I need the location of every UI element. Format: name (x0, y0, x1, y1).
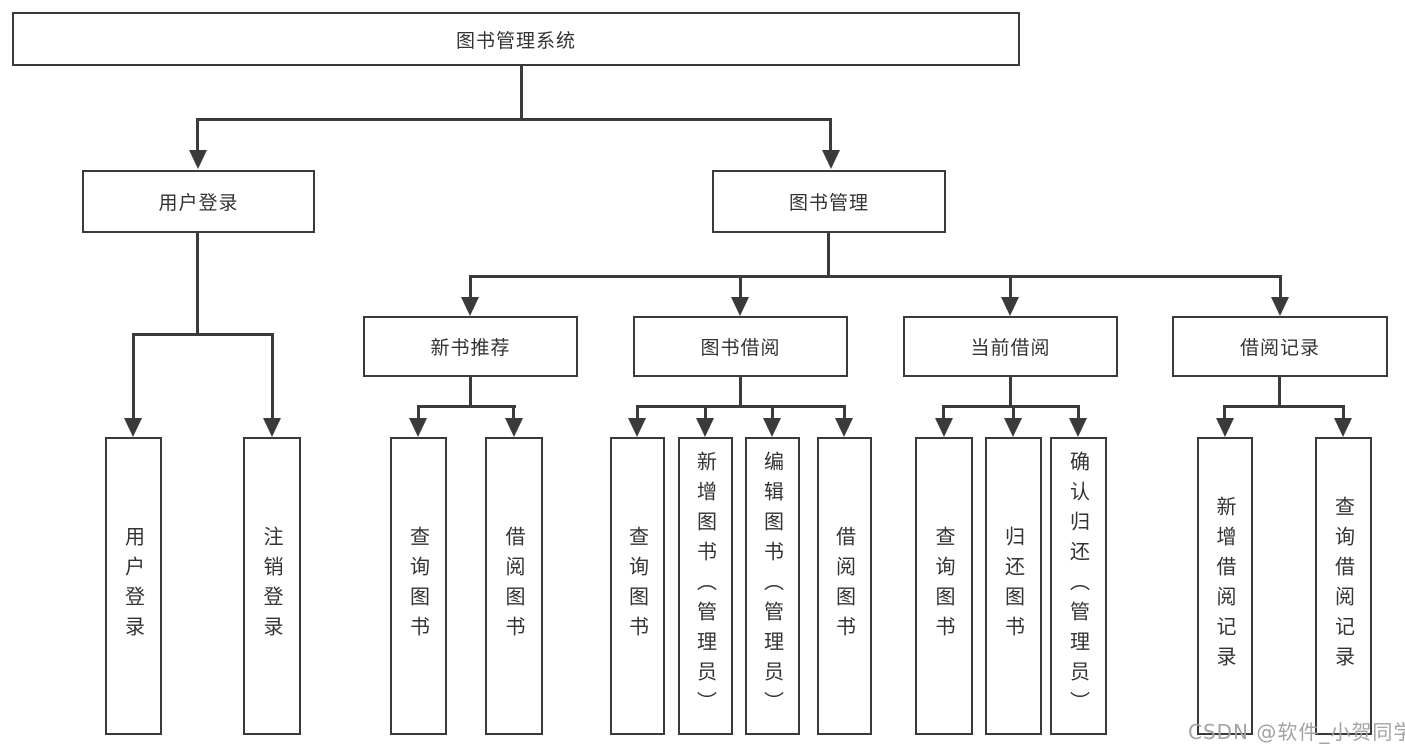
connector-line (196, 118, 199, 152)
node-current-borrow: 当前借阅 (903, 316, 1118, 377)
leaf-borrow-add-book-admin: 新增图书（管理员） (678, 437, 733, 735)
connector-line (1223, 405, 1344, 408)
leaf-label: 借阅图书 (502, 526, 526, 646)
node-book-management-group: 图书管理 (712, 170, 946, 233)
node-label: 图书管理 (788, 192, 869, 214)
arrow-down-icon (696, 418, 714, 437)
connector-line (469, 377, 472, 405)
leaf-label: 查询图书 (625, 526, 650, 646)
leaf-label: 借阅图书 (832, 526, 857, 646)
connector-line (1009, 377, 1012, 405)
node-book-borrow: 图书借阅 (633, 316, 848, 377)
arrow-down-icon (461, 297, 479, 316)
arrow-down-icon (628, 418, 646, 437)
leaf-label: 归还图书 (1001, 526, 1026, 646)
leaf-borrow-edit-book-admin: 编辑图书（管理员） (745, 437, 800, 735)
node-label: 用户登录 (158, 192, 239, 214)
connector-line (1009, 275, 1012, 300)
arrow-down-icon (409, 418, 427, 437)
leaf-current-confirm-return-admin: 确认归还（管理员） (1050, 437, 1107, 735)
leaf-current-return-book: 归还图书 (985, 437, 1042, 735)
connector-line (942, 405, 1079, 408)
arrow-down-icon (731, 297, 749, 316)
leaf-current-query-book: 查询图书 (915, 437, 973, 735)
connector-line (469, 275, 472, 300)
arrow-down-icon (1069, 418, 1087, 437)
arrow-down-icon (763, 418, 781, 437)
connector-line (1012, 405, 1015, 420)
arrow-down-icon (1216, 418, 1234, 437)
arrow-down-icon (505, 418, 523, 437)
node-borrow-record: 借阅记录 (1172, 316, 1388, 377)
connector-line (739, 275, 742, 300)
arrow-down-icon (1001, 297, 1019, 316)
leaf-recommend-query-book: 查询图书 (390, 437, 447, 735)
connector-line (1077, 405, 1080, 420)
connector-line (636, 405, 639, 420)
connector-line (843, 405, 846, 420)
leaf-label: 注销登录 (260, 526, 284, 646)
arrow-down-icon (935, 418, 953, 437)
leaf-record-add-borrow-record: 新增借阅记录 (1197, 437, 1253, 735)
leaf-user-login: 用户登录 (105, 437, 162, 735)
connector-line (417, 405, 420, 420)
arrow-down-icon (189, 150, 207, 169)
connector-line (636, 405, 845, 408)
connector-line (771, 405, 774, 420)
connector-line (739, 377, 742, 405)
node-library-management-system: 图书管理系统 (12, 12, 1020, 66)
leaf-label: 编辑图书（管理员） (760, 451, 785, 721)
node-label: 当前借阅 (970, 337, 1051, 359)
connector-line (132, 333, 135, 420)
connector-line (942, 405, 945, 420)
connector-line (512, 405, 515, 420)
connector-line (469, 275, 1282, 278)
node-label: 新书推荐 (430, 337, 511, 359)
connector-line (829, 118, 832, 152)
connector-line (827, 233, 830, 275)
leaf-label: 查询图书 (932, 526, 956, 646)
leaf-borrow-query-book: 查询图书 (610, 437, 665, 735)
leaf-label: 用户登录 (121, 526, 146, 646)
arrow-down-icon (1334, 418, 1352, 437)
leaf-label: 查询图书 (406, 526, 431, 646)
csdn-watermark: CSDN @软件_小贺同学 (1188, 720, 1405, 744)
leaf-logout: 注销登录 (243, 437, 301, 735)
node-new-book-recommend: 新书推荐 (363, 316, 578, 377)
leaf-label: 查询借阅记录 (1331, 496, 1356, 676)
connector-line (704, 405, 707, 420)
arrow-down-icon (835, 418, 853, 437)
arrow-down-icon (263, 418, 281, 437)
connector-line (132, 333, 274, 336)
arrow-down-icon (124, 418, 142, 437)
node-label: 图书管理系统 (455, 29, 576, 52)
leaf-borrow-borrow-book: 借阅图书 (817, 437, 872, 735)
node-label: 图书借阅 (700, 337, 781, 359)
connector-line (1342, 405, 1345, 420)
connector-line (1223, 405, 1226, 420)
connector-line (196, 233, 199, 333)
arrow-down-icon (1004, 418, 1022, 437)
connector-line (271, 333, 274, 420)
arrow-down-icon (1271, 297, 1289, 316)
leaf-record-query-borrow-record: 查询借阅记录 (1315, 437, 1372, 735)
node-user-login-group: 用户登录 (82, 170, 315, 233)
leaf-label: 新增借阅记录 (1213, 496, 1237, 676)
connector-line (196, 118, 832, 121)
connector-line (417, 405, 516, 408)
connector-line (1278, 377, 1281, 405)
leaf-label: 确认归还（管理员） (1066, 451, 1091, 721)
connector-line (520, 66, 523, 118)
connector-line (1279, 275, 1282, 300)
node-label: 借阅记录 (1239, 337, 1320, 359)
leaf-recommend-borrow-book: 借阅图书 (485, 437, 543, 735)
leaf-label: 新增图书（管理员） (693, 451, 718, 721)
arrow-down-icon (822, 150, 840, 169)
